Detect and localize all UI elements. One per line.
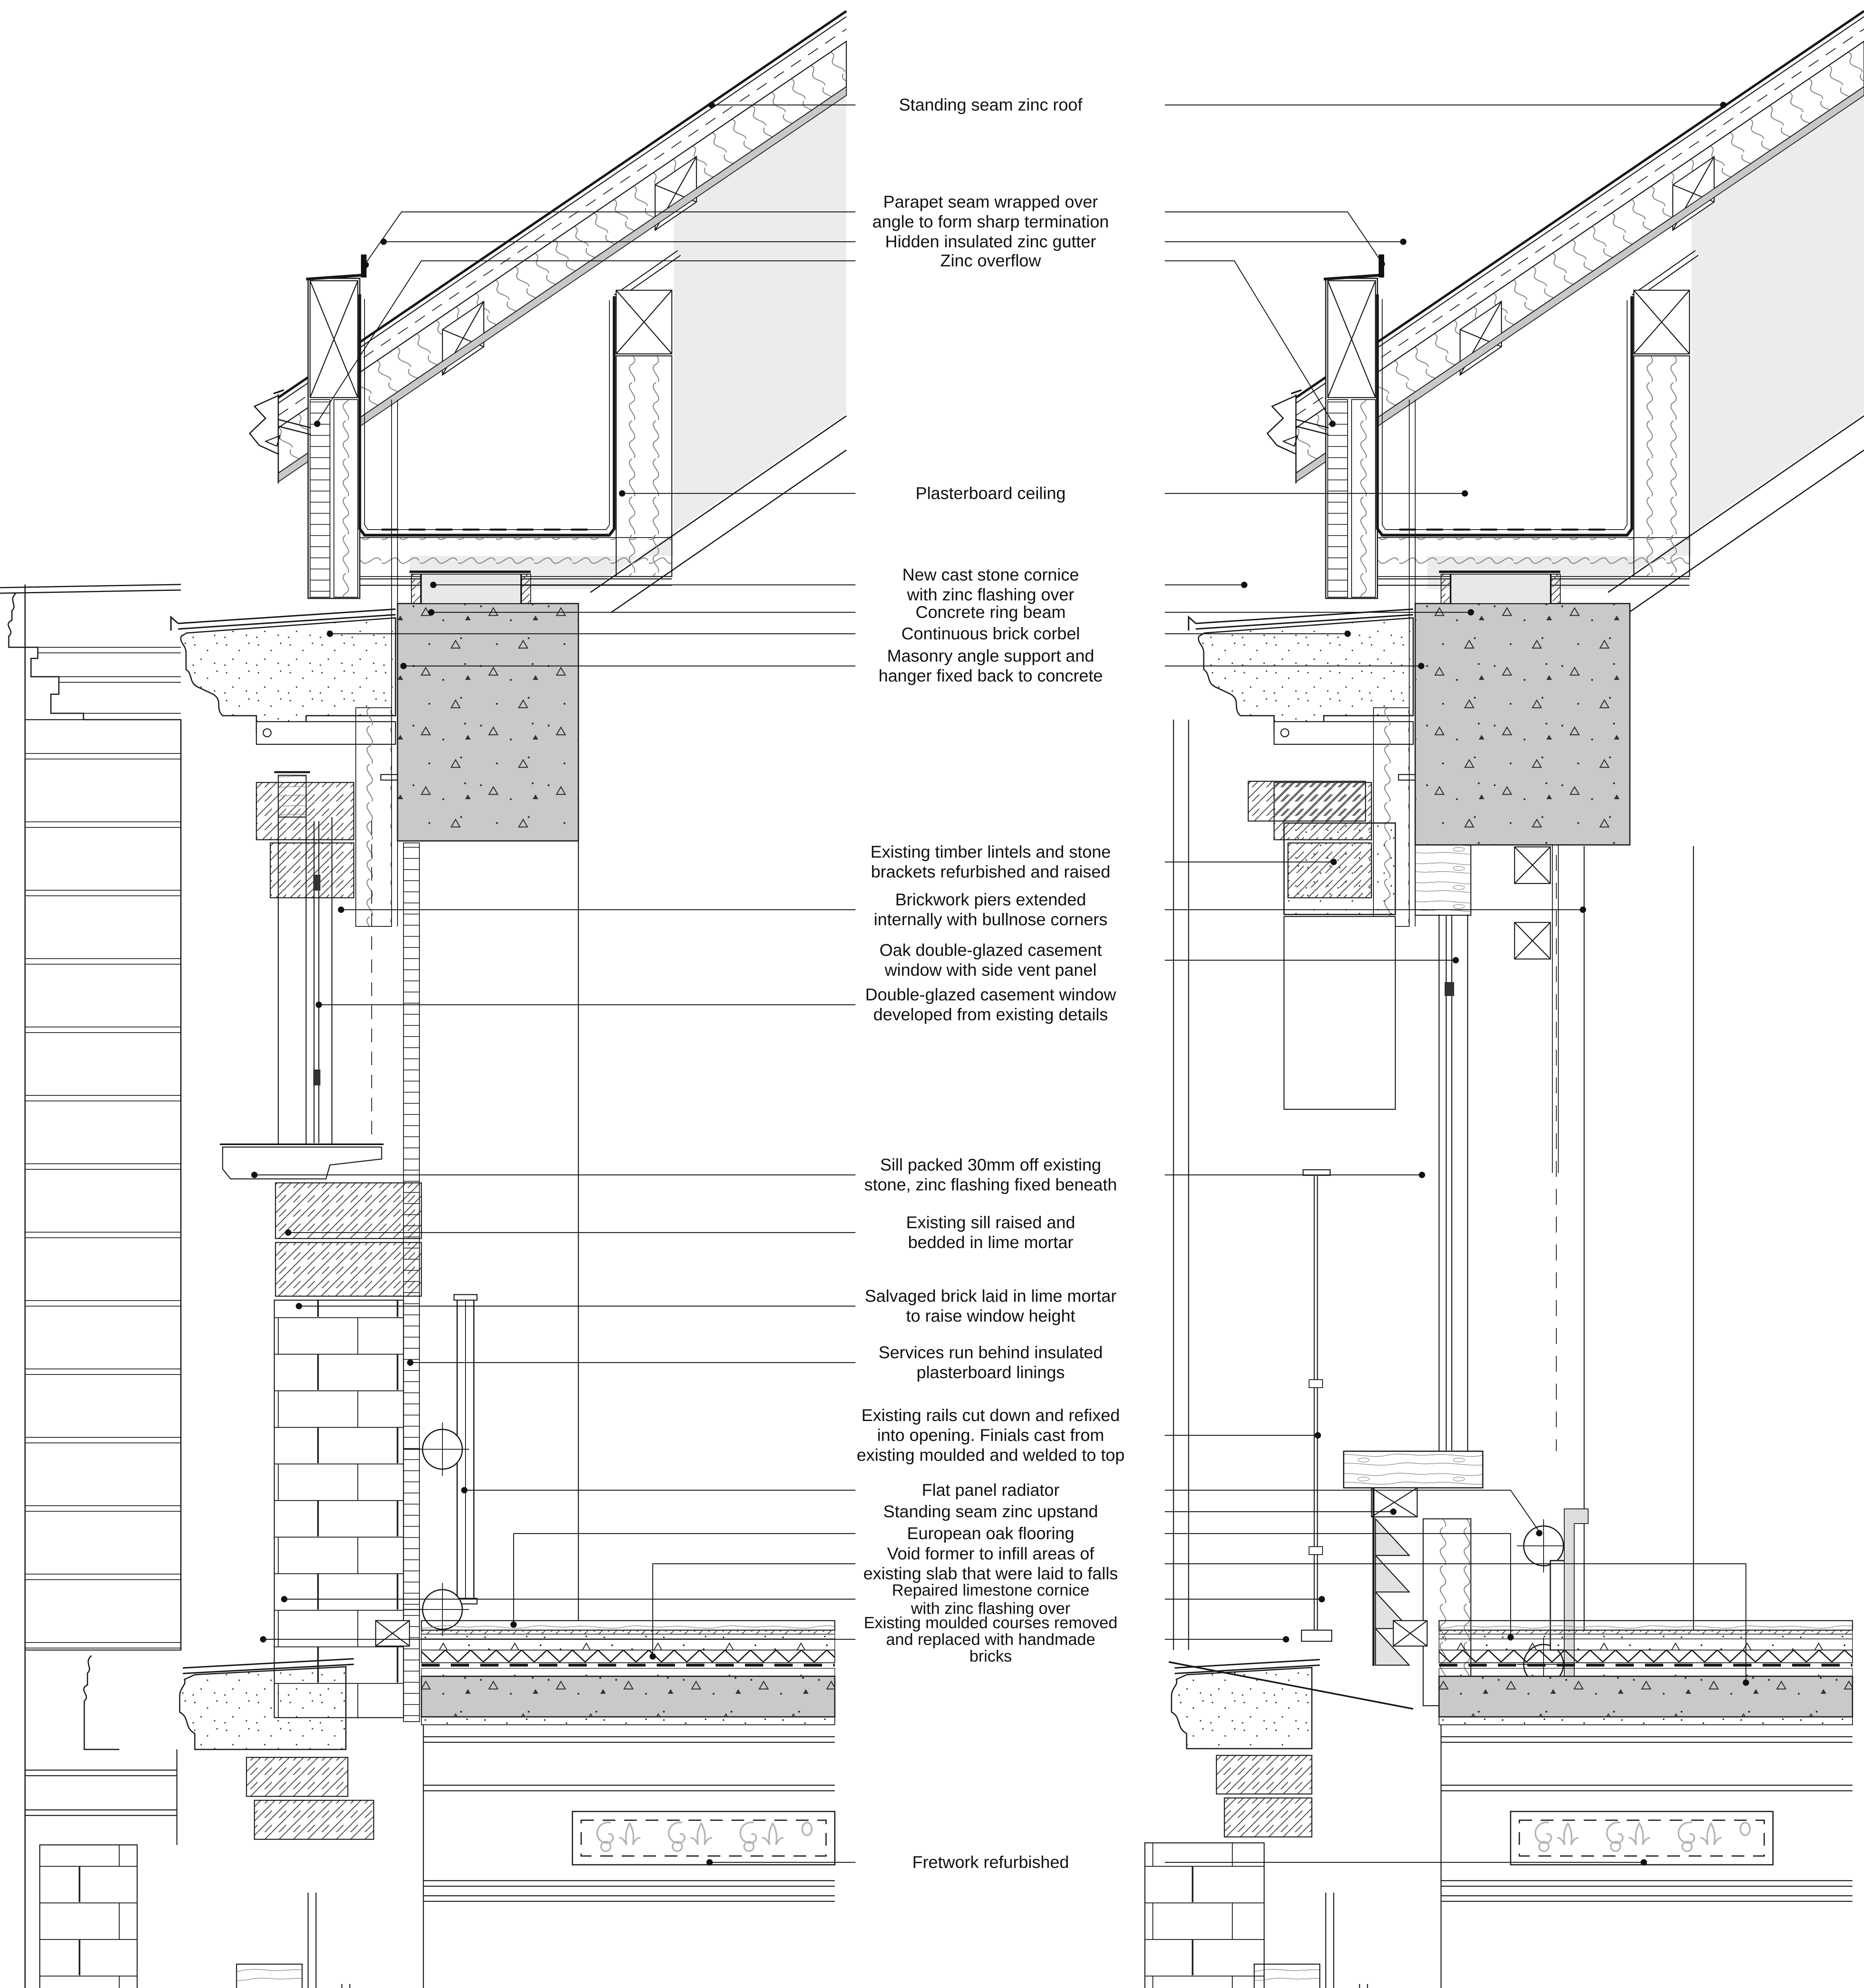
leader-oak-casement — [1165, 957, 1459, 963]
leader-cast-stone-cornice — [430, 582, 1247, 588]
facade-brickwork-lower — [39, 1844, 138, 1988]
label-fretwork: Fretwork refurbished — [912, 1853, 1069, 1872]
leader-repaired-limestone — [281, 1596, 1325, 1602]
label-oak-flooring: European oak flooring — [907, 1524, 1075, 1543]
casement-window — [274, 771, 372, 1145]
leader-zinc-upstand — [1165, 1508, 1397, 1515]
leader-parapet-seam — [363, 211, 1385, 268]
window-head — [409, 571, 531, 604]
right-detail — [1144, 11, 1864, 1988]
left-detail — [0, 11, 846, 1988]
leader-oak-flooring — [510, 1533, 1514, 1640]
casement-window-right — [1414, 844, 1694, 1630]
limestone-cornice-lower — [25, 1655, 374, 1845]
leader-fretwork — [706, 1859, 1647, 1866]
radiator-right — [1517, 1508, 1589, 1691]
salvaged-brickwork — [273, 1299, 404, 1718]
leader-standing-seam-zinc-roof — [708, 102, 1726, 108]
leader-sill-packed — [251, 1172, 1425, 1178]
leader-salvaged-brick — [296, 1303, 855, 1309]
label-standing-seam-zinc-roof: Standing seam zinc roof — [899, 95, 1082, 115]
concrete-ring-beam — [397, 603, 579, 842]
leader-services — [407, 1359, 855, 1366]
existing-rails — [1301, 1169, 1333, 1642]
leader-moulded-courses — [260, 1636, 1289, 1642]
leader-double-glazed-casement — [316, 1002, 855, 1008]
label-flat-panel-radiator: Flat panel radiator — [921, 1481, 1060, 1500]
facade-cornice-upper — [0, 584, 181, 720]
leader-flat-panel-radiator — [461, 1487, 1542, 1536]
concrete-ring-beam-right — [1414, 603, 1631, 846]
leader-plasterboard-ceiling — [619, 490, 1468, 497]
sill-and-upstand — [1343, 1450, 1484, 1706]
leader-existing-rails — [1165, 1432, 1321, 1439]
leader-zinc-overflow — [314, 260, 1336, 427]
zinc-upstand-steps — [1375, 1517, 1410, 1666]
label-hidden-gutter: Hidden insulated zinc gutter — [885, 232, 1096, 251]
leader-masonry-angle — [400, 663, 1424, 669]
label-plasterboard-ceiling: Plasterboard ceiling — [916, 484, 1066, 503]
leader-brickwork-piers — [338, 907, 1586, 913]
facade-ashlar — [24, 584, 182, 1988]
leader-existing-sill — [285, 1229, 855, 1236]
wall-studs-right — [1514, 845, 1559, 1173]
label-brick-corbel: Continuous brick corbel — [901, 624, 1080, 643]
leader-brick-corbel — [327, 631, 1351, 637]
label-zinc-upstand: Standing seam zinc upstand — [883, 1502, 1098, 1521]
window-sill — [220, 1143, 422, 1297]
leader-timber-lintels — [1165, 859, 1337, 865]
label-zinc-overflow: Zinc overflow — [940, 251, 1041, 270]
limestone-cornice-lower-right — [1168, 720, 1414, 1838]
facade-brickwork-lower-right — [1144, 1842, 1265, 1988]
leader-lines — [251, 102, 1749, 1866]
leader-hidden-gutter — [380, 239, 1406, 245]
plasterboard-lining — [403, 843, 420, 1722]
leader-void-former — [650, 1563, 1749, 1686]
timber-lintel — [1247, 780, 1396, 1110]
label-concrete-ring-beam: Concrete ring beam — [916, 603, 1066, 622]
leader-concrete-ring-beam — [428, 609, 1474, 615]
window-head-right — [1439, 571, 1561, 604]
